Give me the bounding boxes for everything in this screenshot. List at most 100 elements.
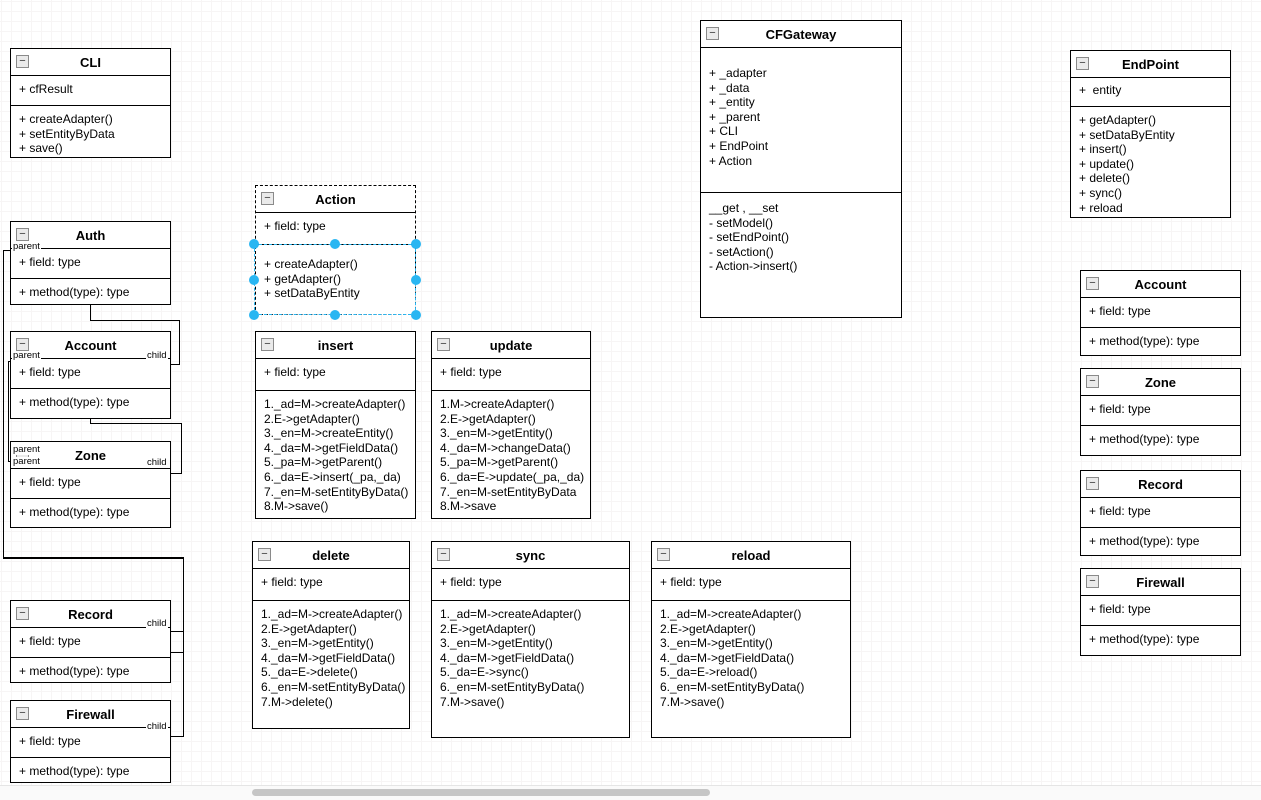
method-row[interactable]: 3._en=M->getEntity() — [261, 636, 374, 651]
collapse-icon[interactable]: − — [16, 55, 29, 68]
method-row[interactable]: 7._en=M-setEntityByData — [440, 484, 577, 499]
method-row[interactable]: 2.E->getAdapter() — [261, 621, 357, 636]
method-row[interactable]: 4._da=M->getFieldData() — [660, 650, 795, 665]
class-auth[interactable]: −Auth+ field: type+ method(type): type — [10, 221, 171, 305]
attributes-section[interactable]: + field: type — [432, 568, 629, 600]
selection-handle[interactable] — [330, 310, 340, 320]
method-row[interactable]: 5._pa=M->getParent() — [264, 455, 383, 470]
collapse-icon[interactable]: − — [437, 548, 450, 561]
attribute-row[interactable]: + field: type — [440, 365, 502, 379]
attributes-section[interactable]: + field: type — [11, 468, 170, 498]
method-row[interactable]: + method(type): type — [19, 664, 130, 678]
edge-connector-segment[interactable] — [90, 305, 91, 321]
method-row[interactable]: 1._ad=M->createAdapter() — [660, 607, 802, 621]
method-row[interactable]: 6._en=M-setEntityByData() — [440, 679, 585, 694]
methods-section[interactable]: + method(type): type — [11, 498, 170, 527]
collapse-icon[interactable]: − — [1076, 57, 1089, 70]
methods-section[interactable]: 1._ad=M->createAdapter()2.E->getAdapter(… — [253, 600, 409, 728]
method-row[interactable]: 2.E->getAdapter() — [264, 411, 360, 426]
method-row[interactable]: - setAction() — [709, 244, 774, 259]
collapse-icon[interactable]: − — [16, 707, 29, 720]
edge-connector-segment[interactable] — [90, 419, 91, 424]
method-row[interactable]: 8.M->save() — [264, 499, 329, 514]
attribute-row[interactable]: + field: type — [19, 365, 81, 379]
attributes-section[interactable]: + field: type — [11, 627, 170, 657]
attribute-row[interactable]: + _entity — [709, 95, 755, 110]
class-action[interactable]: −Action+ field: type+ createAdapter()+ g… — [255, 185, 416, 315]
method-row[interactable]: + setEntityByData — [19, 126, 115, 141]
method-row[interactable]: 6._en=M-setEntityByData() — [261, 679, 406, 694]
attributes-section[interactable]: + field: type — [11, 248, 170, 278]
method-row[interactable]: + reload — [1079, 200, 1123, 215]
method-row[interactable]: + getAdapter() — [1079, 113, 1157, 127]
methods-section[interactable]: + method(type): type — [1081, 327, 1240, 355]
attributes-section[interactable]: + field: type — [432, 358, 590, 390]
method-row[interactable]: + createAdapter() — [19, 112, 113, 126]
method-row[interactable]: + method(type): type — [1089, 534, 1200, 548]
class-account-right[interactable]: −Account+ field: type+ method(type): typ… — [1080, 270, 1241, 356]
edge-connector-segment[interactable] — [171, 364, 180, 365]
collapse-icon[interactable]: − — [16, 228, 29, 241]
method-row[interactable]: + save() — [19, 141, 63, 156]
selection-handle[interactable] — [411, 274, 421, 285]
method-row[interactable]: + method(type): type — [19, 505, 130, 519]
method-row[interactable]: + update() — [1079, 156, 1135, 171]
method-row[interactable]: 1.M->createAdapter() — [440, 397, 555, 411]
attribute-row[interactable]: + EndPoint — [709, 138, 769, 153]
collapse-icon[interactable]: − — [1086, 375, 1099, 388]
selection-handle[interactable] — [249, 239, 259, 249]
method-row[interactable]: 1._ad=M->createAdapter() — [264, 397, 406, 411]
edge-connector-segment[interactable] — [183, 559, 184, 737]
attributes-section[interactable]: + field: type — [652, 568, 850, 600]
method-row[interactable]: 1._ad=M->createAdapter() — [261, 607, 403, 621]
class-firewall-right[interactable]: −Firewall+ field: type+ method(type): ty… — [1080, 568, 1241, 656]
method-row[interactable]: 7._en=M-setEntityByData() — [264, 484, 409, 499]
collapse-icon[interactable]: − — [1086, 575, 1099, 588]
collapse-icon[interactable]: − — [706, 27, 719, 40]
edge-connector-segment[interactable] — [90, 423, 182, 424]
methods-section[interactable]: + method(type): type — [11, 278, 170, 304]
method-row[interactable]: 3._en=M->getEntity() — [660, 636, 773, 651]
attribute-row[interactable]: + cfResult — [19, 82, 73, 96]
collapse-icon[interactable]: − — [16, 338, 29, 351]
method-row[interactable]: + sync() — [1079, 185, 1123, 200]
edge-connector-segment[interactable] — [171, 631, 184, 632]
collapse-icon[interactable]: − — [261, 192, 274, 205]
method-row[interactable]: 4._da=M->getFieldData() — [264, 440, 399, 455]
class-endpoint[interactable]: −EndPoint+ entity+ getAdapter()+ setData… — [1070, 50, 1231, 218]
method-row[interactable]: + method(type): type — [19, 395, 130, 409]
attributes-section[interactable]: + field: type — [256, 212, 415, 244]
method-row[interactable]: + method(type): type — [1089, 334, 1200, 348]
methods-section[interactable]: + method(type): type — [11, 757, 170, 782]
method-row[interactable]: + getAdapter() — [264, 271, 342, 286]
attributes-section[interactable]: + field: type — [253, 568, 409, 600]
attributes-section[interactable]: + field: type — [1081, 497, 1240, 527]
method-row[interactable]: 4._da=M->getFieldData() — [261, 650, 396, 665]
method-row[interactable]: 8.M->save — [440, 499, 497, 514]
methods-section[interactable]: __get , __set- setModel()- setEndPoint()… — [701, 192, 901, 317]
edge-connector-segment[interactable] — [171, 652, 184, 653]
collapse-icon[interactable]: − — [261, 338, 274, 351]
edge-connector-segment[interactable] — [8, 361, 9, 462]
class-record-right[interactable]: −Record+ field: type+ method(type): type — [1080, 470, 1241, 556]
attribute-row[interactable]: + field: type — [1089, 504, 1151, 518]
attribute-row[interactable]: + Action — [709, 153, 753, 168]
attributes-section[interactable]: + entity — [1071, 77, 1230, 106]
collapse-icon[interactable]: − — [1086, 477, 1099, 490]
method-row[interactable]: 5._pa=M->getParent() — [440, 455, 559, 470]
selection-handle[interactable] — [249, 274, 259, 285]
selection-handle[interactable] — [249, 310, 259, 320]
method-row[interactable]: 2.E->getAdapter() — [440, 411, 536, 426]
horizontal-scrollbar[interactable] — [0, 785, 1261, 800]
edge-connector-segment[interactable] — [171, 473, 182, 474]
method-row[interactable]: 6._en=M-setEntityByData() — [660, 679, 805, 694]
methods-section[interactable]: + method(type): type — [11, 388, 170, 418]
attributes-section[interactable]: + field: type — [1081, 395, 1240, 425]
method-row[interactable]: + setDataByEntity — [264, 286, 360, 301]
methods-section[interactable]: 1._ad=M->createAdapter()2.E->getAdapter(… — [432, 600, 629, 737]
method-row[interactable]: + method(type): type — [19, 285, 130, 299]
scrollbar-thumb[interactable] — [252, 789, 710, 796]
method-row[interactable]: 3._en=M->getEntity() — [440, 636, 553, 651]
